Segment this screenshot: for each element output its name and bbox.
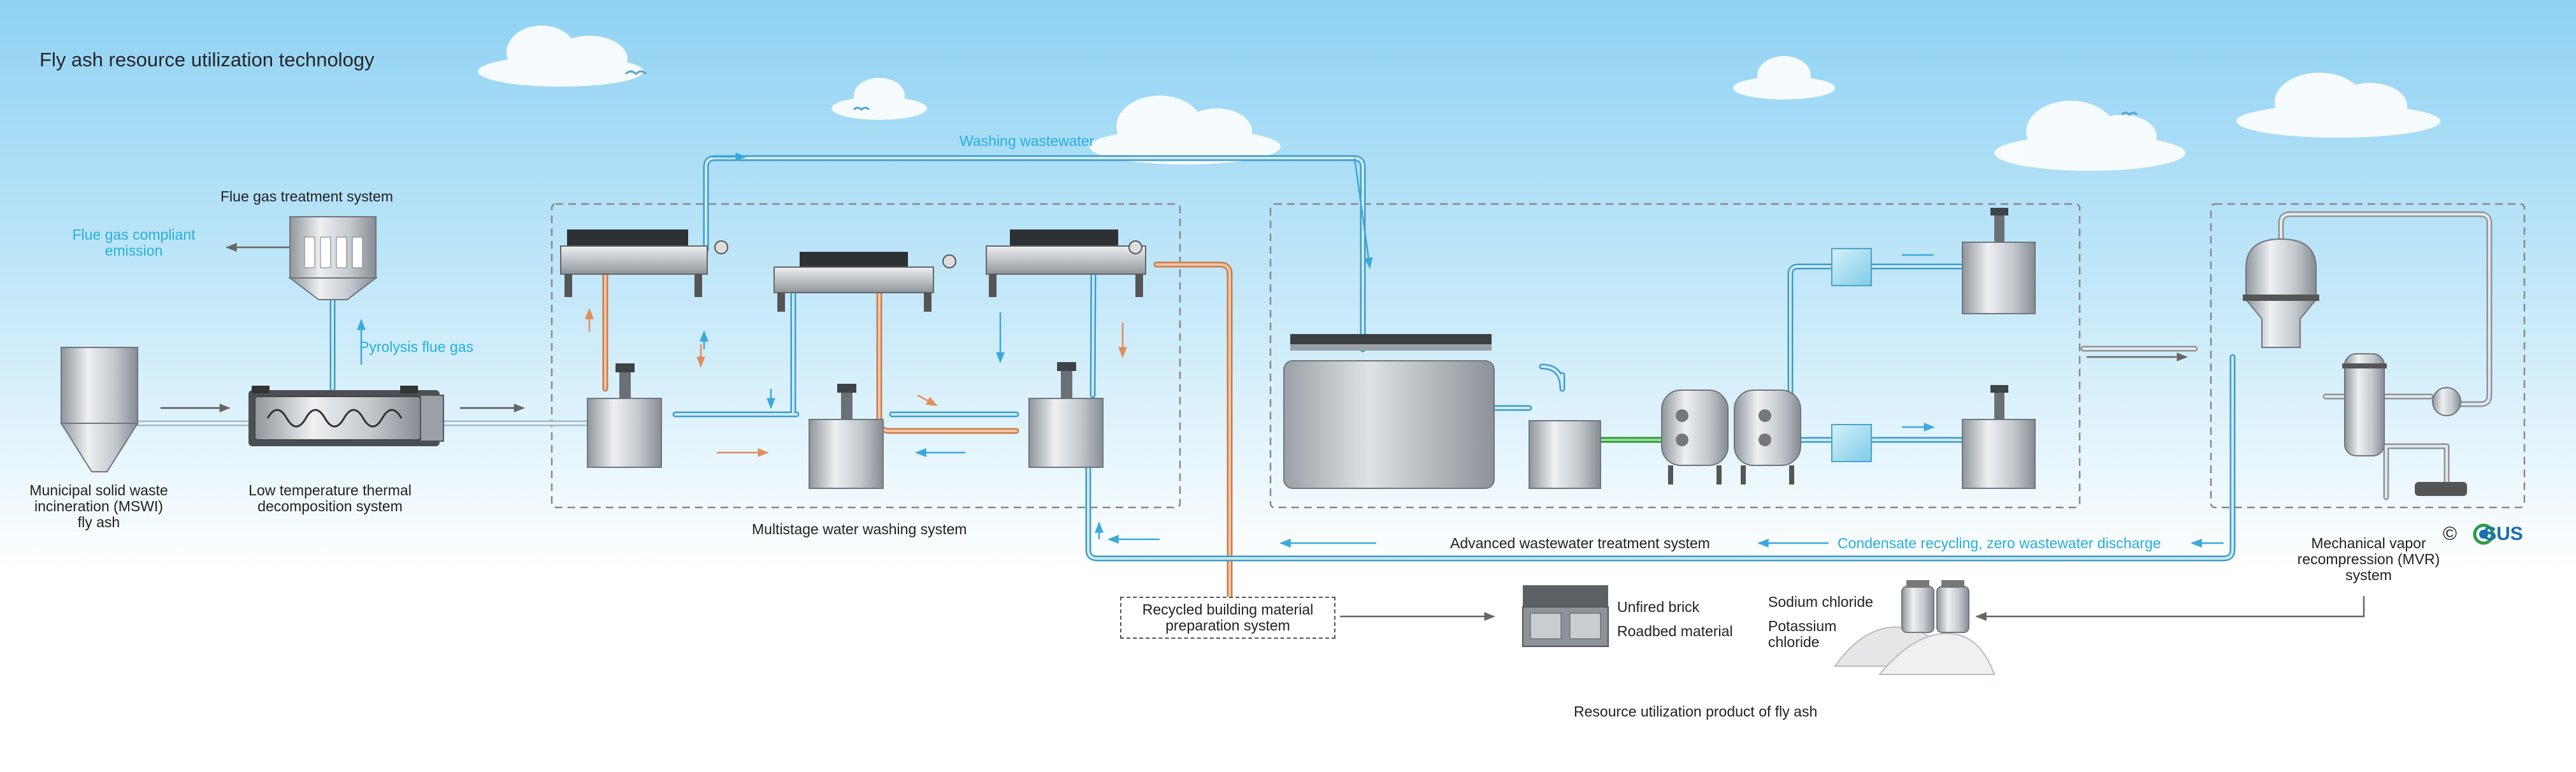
logo-text: SUS <box>2484 523 2523 544</box>
condensate-recycling-label: Condensate recycling, zero wastewater di… <box>1838 535 2161 551</box>
salt-bottle-icons <box>1901 580 1969 633</box>
pyrolysis-flue-gas-label: Pyrolysis flue gas <box>359 339 473 355</box>
resin-column-icons <box>1661 390 1801 484</box>
sus-logo-icon <box>2473 523 2494 545</box>
system-boundaries <box>550 203 2526 509</box>
flow-arrows <box>161 152 2365 621</box>
resource-product-label: Resource utilization product of fly ash <box>1574 703 1818 720</box>
birds-icon <box>624 70 2138 117</box>
salt-pile-icon <box>1834 626 1996 675</box>
advanced-wastewater-label: Advanced wastewater treatment system <box>1450 535 1710 551</box>
flue-gas-emission-label: Flue gas compliant emission <box>72 226 196 259</box>
washing-wastewater-label: Washing wastewater <box>960 133 1095 149</box>
roadbed-material-label: Roadbed material <box>1617 623 1733 639</box>
flue-gas-treatment-label: Flue gas treatment system <box>220 188 393 205</box>
multistage-washing-label: Multistage water washing system <box>752 521 967 537</box>
buffer-tank-icon <box>1529 420 1601 489</box>
cyan-dosing-box-icons <box>1831 248 1872 462</box>
mswi-fly-ash-label: Municipal solid waste incineration (MSWI… <box>29 482 168 530</box>
recycled-building-material-box: Recycled building material preparation s… <box>1120 597 1335 639</box>
low-temp-decomposition-label: Low temperature thermal decomposition sy… <box>248 482 412 514</box>
mvr-evaporator-icon <box>2243 238 2467 496</box>
mvr-system-label: Mechanical vapor recompression (MVR) sys… <box>2297 535 2440 583</box>
clarifier-tank-icon <box>1283 334 1495 489</box>
clouds <box>478 25 2440 171</box>
brick-stack-icon <box>1522 585 1609 647</box>
unfired-brick-label: Unfired brick <box>1617 599 1700 615</box>
potassium-chloride-label: Potassium chloride <box>1768 618 1837 650</box>
washing-tank-icons <box>587 362 1104 489</box>
filter-press-icons <box>560 229 1146 312</box>
flue-gas-treatment-unit-icon <box>288 216 378 300</box>
sus-logo: © SUS <box>2443 523 2523 545</box>
diagram-title: Fly ash resource utilization technology <box>40 48 375 71</box>
product-tank-icons <box>1962 208 2036 489</box>
thermal-decomposition-unit-icon <box>248 386 444 446</box>
mswi-silo-icon <box>60 347 139 472</box>
copyright-symbol: © <box>2443 523 2457 544</box>
sodium-chloride-label: Sodium chloride <box>1768 594 1873 610</box>
